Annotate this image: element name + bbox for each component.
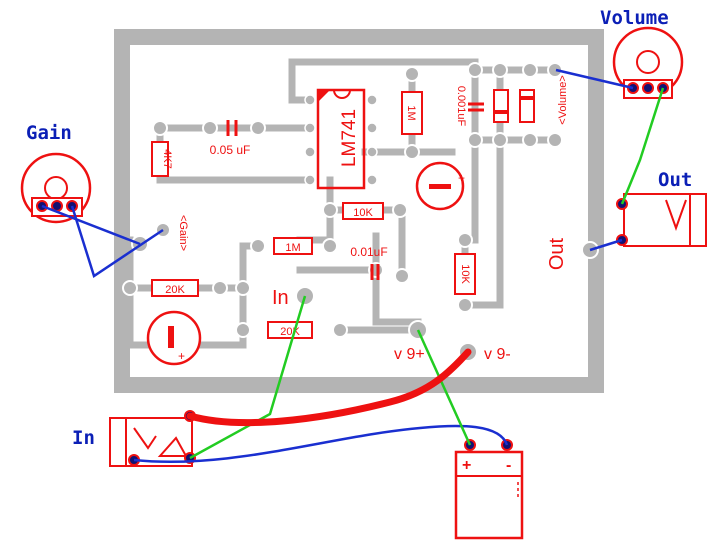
- wire-red: [186, 348, 472, 427]
- gain-pad-label: <Gain>: [177, 215, 189, 251]
- r4k7-label: 4K7: [161, 149, 173, 169]
- diodes: [493, 89, 535, 123]
- r10k-horiz-label: 10K: [353, 207, 373, 219]
- gain-label: Gain: [26, 122, 72, 144]
- ic-label: LM741: [339, 109, 360, 167]
- resistor-20k-b: 20K: [267, 321, 313, 339]
- resistor-1m-vertical: 1M: [401, 91, 423, 135]
- in-pad-label: In: [272, 287, 289, 309]
- r1m-horiz-label: 1M: [285, 242, 300, 254]
- c3-label: 0.001uF: [455, 86, 467, 127]
- electrolytic-capacitor-right: +: [415, 161, 465, 211]
- capacitor-c3: 0.001uF: [455, 86, 484, 127]
- electrolytic-capacitor-left: +: [146, 310, 202, 366]
- in-label: In: [72, 427, 95, 449]
- resistor-20k-a: 20K: [151, 279, 199, 297]
- r20k-a-label: 20K: [165, 284, 185, 296]
- resistor-1m-horizontal: 1M: [273, 237, 313, 255]
- c1-label: 0.05 uF: [210, 143, 251, 157]
- wires-blue: [41, 68, 634, 464]
- resistor-4k7: 4K7: [151, 141, 173, 177]
- battery: + -: [454, 439, 524, 540]
- v9-neg-label: v 9-: [484, 346, 511, 363]
- svg-text:+: +: [458, 171, 465, 185]
- out-label: Out: [658, 169, 692, 191]
- volume-label: Volume: [600, 7, 669, 29]
- out-pad-label: Out: [546, 237, 568, 270]
- v9-pos-label: v 9+: [394, 346, 425, 363]
- lm741-ic: LM741: [304, 88, 378, 190]
- resistor-10k-horizontal: 10K: [342, 202, 384, 220]
- wires-green: [189, 87, 665, 460]
- capacitor-c1: 0.05 uF: [210, 120, 251, 157]
- volume-pad-label: <Volume>: [557, 75, 569, 125]
- resistor-10k-vertical: 10K: [454, 253, 476, 295]
- c2-label: 0.01uF: [350, 245, 387, 259]
- capacitor-c2: 0.01uF: [350, 245, 388, 280]
- out-jack: [616, 193, 707, 247]
- volume-pot: [612, 26, 684, 99]
- r20k-b-label: 20K: [280, 326, 300, 338]
- r1m-vert-label: 1M: [405, 105, 417, 120]
- in-jack: [109, 410, 196, 467]
- svg-text:+: +: [178, 349, 185, 363]
- pcb-traces: [126, 58, 600, 349]
- gain-pot: [20, 152, 92, 224]
- battery-minus: -: [506, 457, 511, 474]
- battery-plus: +: [462, 457, 471, 474]
- r10k-vert-label: 10K: [459, 264, 471, 284]
- pcb-board: [114, 29, 604, 393]
